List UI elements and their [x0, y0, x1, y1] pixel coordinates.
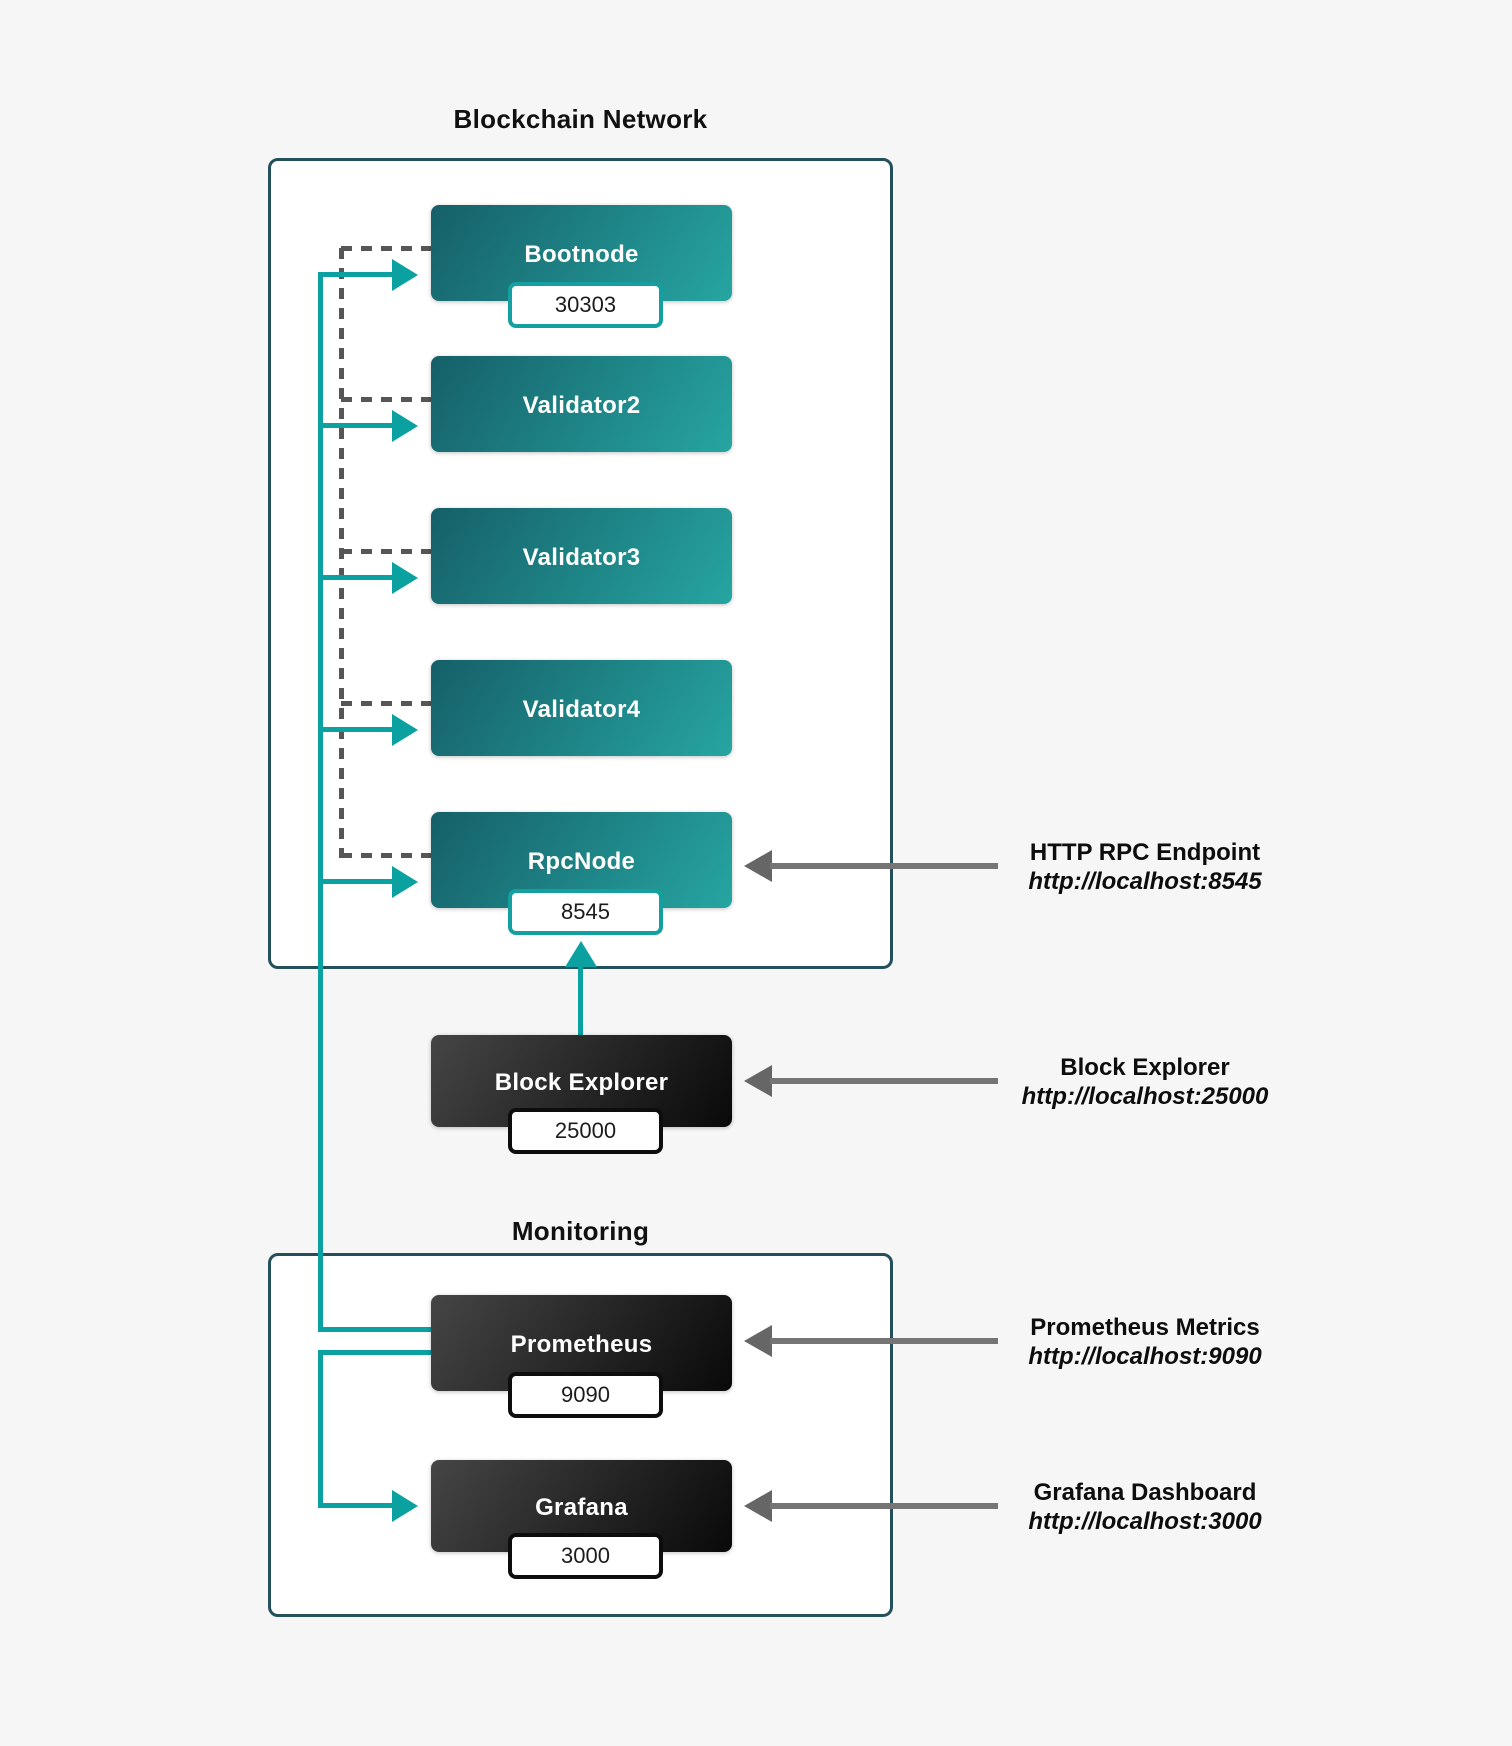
node-prometheus-label: Prometheus [510, 1331, 653, 1358]
dashed-connector-validator2 [341, 397, 431, 402]
node-validator4: Validator4 [431, 660, 732, 756]
gray-arrowhead-rpc-icon [744, 850, 772, 882]
teal-connector-prometheus-exit [318, 1350, 433, 1355]
arrowhead-rpc-port-icon [565, 941, 597, 967]
gray-arrowhead-prometheus-icon [744, 1325, 772, 1357]
node-validator4-label: Validator4 [522, 696, 641, 723]
port-badge-block-explorer: 25000 [508, 1108, 663, 1154]
node-validator3: Validator3 [431, 508, 732, 604]
arrowhead-rpcnode-icon [392, 866, 418, 898]
gray-line-prometheus [770, 1338, 998, 1344]
node-block-explorer-label: Block Explorer [494, 1069, 669, 1096]
teal-connector-validator4 [320, 727, 394, 732]
gray-line-rpc [770, 863, 998, 869]
port-badge-rpcnode: 8545 [508, 889, 663, 935]
gray-arrowhead-explorer-icon [744, 1065, 772, 1097]
teal-connector-prometheus-entry [318, 1327, 433, 1332]
arrowhead-validator4-icon [392, 714, 418, 746]
annotation-grafana-title: Grafana Dashboard [1033, 1479, 1257, 1506]
dashed-connector-validator3 [341, 549, 431, 554]
annotation-prometheus: Prometheus Metrics http://localhost:9090 [945, 1313, 1345, 1371]
annotation-prometheus-url: http://localhost:9090 [1028, 1343, 1262, 1370]
monitoring-group-title: Monitoring [511, 1216, 650, 1246]
gray-arrowhead-grafana-icon [744, 1490, 772, 1522]
port-badge-bootnode: 30303 [508, 282, 663, 328]
teal-connector-bootnode [320, 272, 394, 277]
node-validator2: Validator2 [431, 356, 732, 452]
teal-connector-grafana-vertical [318, 1350, 323, 1508]
node-grafana-label: Grafana [535, 1494, 628, 1521]
teal-connector-explorer-to-rpc [578, 966, 583, 1036]
node-bootnode-label: Bootnode [524, 241, 639, 268]
arrowhead-validator3-icon [392, 562, 418, 594]
annotation-rpc-url: http://localhost:8545 [1028, 868, 1262, 895]
teal-connector-vertical-main [318, 272, 323, 1332]
arrowhead-bootnode-icon [392, 259, 418, 291]
annotation-grafana-url: http://localhost:3000 [1028, 1508, 1262, 1535]
blockchain-network-group-title: Blockchain Network [453, 104, 708, 134]
node-validator3-label: Validator3 [522, 544, 641, 571]
annotation-explorer-url: http://localhost:25000 [1021, 1083, 1269, 1110]
annotation-block-explorer: Block Explorer http://localhost:25000 [945, 1053, 1345, 1111]
dashed-connector-rpcnode [341, 853, 431, 858]
teal-connector-rpcnode [320, 879, 394, 884]
gray-line-grafana [770, 1503, 998, 1509]
node-rpcnode-label: RpcNode [527, 848, 636, 875]
gray-line-explorer [770, 1078, 998, 1084]
annotation-rpc-endpoint: HTTP RPC Endpoint http://localhost:8545 [945, 838, 1345, 896]
annotation-grafana: Grafana Dashboard http://localhost:3000 [945, 1478, 1345, 1536]
annotation-rpc-title: HTTP RPC Endpoint [1029, 839, 1261, 866]
teal-connector-grafana [318, 1503, 394, 1508]
dashed-connector-bootnode [341, 246, 431, 251]
port-badge-grafana: 3000 [508, 1533, 663, 1579]
teal-connector-validator3 [320, 575, 394, 580]
arrowhead-validator2-icon [392, 410, 418, 442]
annotation-prometheus-title: Prometheus Metrics [1030, 1314, 1260, 1341]
teal-connector-validator2 [320, 423, 394, 428]
node-validator2-label: Validator2 [522, 392, 641, 419]
port-badge-prometheus: 9090 [508, 1372, 663, 1418]
arrowhead-grafana-icon [392, 1490, 418, 1522]
dashed-connector-validator4 [341, 701, 431, 706]
annotation-explorer-title: Block Explorer [1060, 1054, 1230, 1081]
